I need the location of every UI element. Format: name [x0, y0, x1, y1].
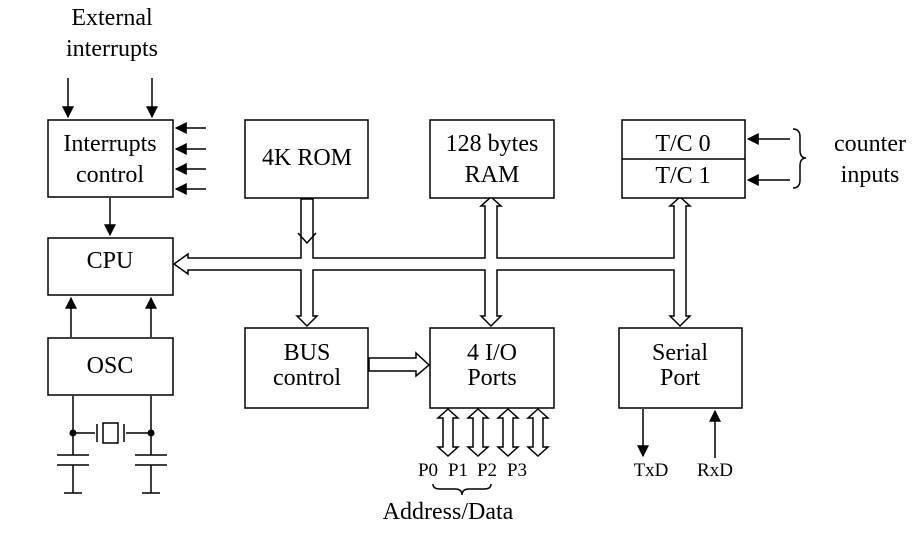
port-p2-label: P2	[477, 460, 497, 481]
io-ports-label-line1: 4 I/O	[467, 340, 517, 366]
io-ports-label-line2: Ports	[467, 365, 516, 391]
port-p1-arrow	[466, 407, 490, 458]
ram-box	[429, 119, 555, 199]
bus-to-io-arrow	[368, 351, 431, 378]
interrupts-control-label-line2: control	[76, 162, 144, 188]
address-data-label: Address/Data	[383, 499, 514, 525]
io-ports-box	[429, 327, 555, 409]
port-p0-arrow	[436, 407, 460, 458]
osc-box	[47, 337, 174, 396]
tc0-label: T/C 0	[655, 131, 710, 157]
serial-port-box	[618, 327, 743, 409]
address-data-brace	[432, 483, 492, 496]
port-p2-arrow	[496, 407, 520, 458]
cpu-box	[47, 237, 174, 296]
rom-output-arrowhead	[297, 232, 317, 245]
interrupts-control-label-line1: Interrupts	[63, 131, 156, 157]
rxd-label: RxD	[697, 460, 733, 481]
cpu-label: CPU	[87, 248, 134, 274]
port-p3-label: P3	[507, 460, 527, 481]
ram-label-line1: 128 bytes	[446, 131, 539, 157]
internal-bus	[172, 195, 692, 328]
serial-port-label-line1: Serial	[652, 340, 708, 366]
port-p3-arrow	[526, 407, 550, 458]
bus-control-label-line2: control	[273, 365, 341, 391]
rom-label: 4K ROM	[262, 145, 352, 171]
tc1-label: T/C 1	[655, 163, 710, 189]
interrupts-control-box	[47, 119, 174, 198]
bus-control-box	[244, 327, 369, 409]
counter-inputs-label-line1: counter	[834, 131, 906, 157]
bus-control-label-line1: BUS	[284, 340, 331, 366]
rom-box	[244, 119, 369, 199]
osc-label: OSC	[87, 353, 134, 379]
counter-inputs-label-line2: inputs	[841, 162, 900, 188]
txd-label: TxD	[634, 460, 669, 481]
port-p0-label: P0	[418, 460, 438, 481]
external-interrupts-label-line2: interrupts	[66, 36, 158, 62]
external-interrupts-label-line1: External	[71, 5, 153, 31]
port-p1-label: P1	[448, 460, 468, 481]
counter-inputs-brace	[792, 128, 807, 189]
serial-port-label-line2: Port	[660, 365, 700, 391]
ram-label-line2: RAM	[465, 162, 520, 188]
crystal-oscillator-circuit	[57, 396, 167, 494]
